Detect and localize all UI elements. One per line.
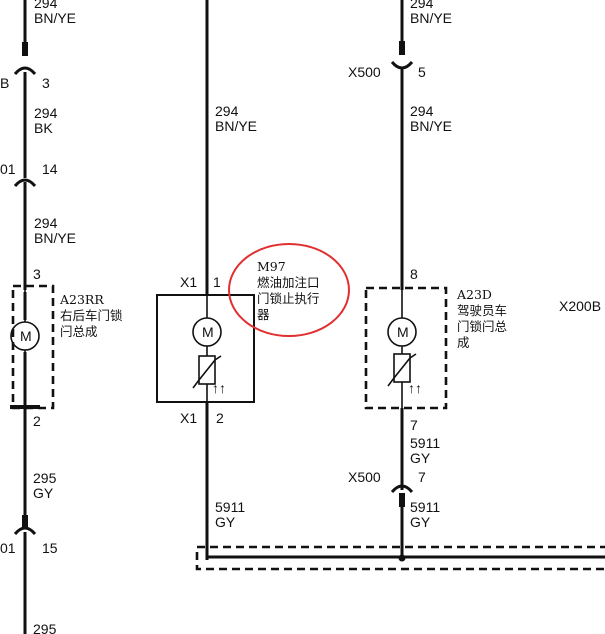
right-wire [390, 0, 414, 560]
left-connector-2-pin: 14 [42, 161, 58, 177]
a23d-pin-bottom: 7 [410, 417, 418, 433]
center-wire-top-number: 294 [215, 103, 239, 119]
a23rr-pin-top: 3 [33, 266, 41, 282]
a23d-motor-label: M [397, 324, 409, 340]
m97-component [156, 294, 255, 403]
m97-name-line1: 燃油加注口 [257, 275, 320, 290]
left-wire-mid2-number: 294 [34, 215, 58, 231]
right-connector-2-pin: 7 [418, 469, 426, 485]
a23d-pin-top: 8 [410, 266, 418, 282]
left-wire-mid2-color: BN/YE [34, 230, 76, 246]
left-connector-1-pin: 3 [42, 75, 50, 91]
right-wire-bottom2-number: 5911 [410, 499, 440, 515]
ground-splice-bus [195, 545, 605, 571]
m97-connector-bottom: X1 [180, 410, 197, 426]
a23d-arrows: ↑↑ [408, 380, 422, 396]
x200b-label: X200B [559, 298, 601, 314]
left-connector-1-name: B [0, 75, 9, 91]
a23d-name-line1: 驾驶员车 [457, 303, 507, 318]
left-wire-bottom-color: GY [33, 485, 54, 501]
left-wire-last-number: 295 [33, 621, 57, 634]
right-wire-top-number: 294 [410, 0, 434, 11]
splice-junction-dot [398, 554, 406, 562]
a23rr-code: A23RR [59, 292, 104, 307]
m97-code: M97 [257, 259, 286, 274]
highlight-circle [228, 243, 350, 337]
right-connector-1-pin: 5 [418, 64, 426, 80]
a23rr-motor-label: M [20, 328, 32, 344]
center-wire-bottom-number: 5911 [215, 499, 245, 515]
a23d-name-line2: 门锁闩总 [457, 319, 507, 334]
right-connector-2-name: X500 [348, 469, 381, 485]
right-wire-mid-number: 294 [410, 103, 434, 119]
left-wire-mid1-number: 294 [34, 105, 58, 121]
m97-motor-label: M [202, 324, 214, 340]
left-wire-bottom-number: 295 [33, 470, 57, 486]
left-wire-top-color: BN/YE [34, 10, 76, 26]
m97-name-line3: 器 [257, 307, 270, 322]
left-wire-mid1-color: BK [34, 120, 53, 136]
center-wire-bottom-color: GY [215, 514, 236, 530]
m97-connector-top: X1 [180, 274, 197, 290]
a23rr-component [10, 284, 55, 470]
right-wire-bottom2-color: GY [410, 514, 431, 530]
a23rr-pin-bottom: 2 [33, 413, 41, 429]
right-connector-1-name: X500 [348, 64, 381, 80]
left-connector-3-pin: 15 [42, 540, 58, 556]
m97-name-line2: 门锁止执行 [257, 291, 320, 306]
left-connector-3-name: 01 [0, 540, 16, 556]
right-wire-top-color: BN/YE [410, 10, 452, 26]
right-wire-mid-color: BN/YE [410, 118, 452, 134]
left-wire-top-number: 294 [34, 0, 58, 11]
a23d-code: A23D [456, 287, 492, 302]
m97-pin-bottom: 2 [216, 410, 224, 426]
left-connector-2-name: 01 [0, 161, 16, 177]
m97-pin-top: 1 [213, 274, 221, 290]
a23rr-name-line2: 闩总成 [60, 324, 98, 339]
a23d-component [364, 286, 448, 410]
a23d-name-line3: 成 [457, 335, 470, 350]
a23rr-name-line1: 右后车门锁 [60, 308, 123, 323]
m97-arrows: ↑↑ [212, 380, 226, 396]
right-wire-bottom1-color: GY [410, 450, 431, 466]
right-wire-bottom1-number: 5911 [410, 435, 440, 451]
center-wire-top-color: BN/YE [215, 118, 257, 134]
